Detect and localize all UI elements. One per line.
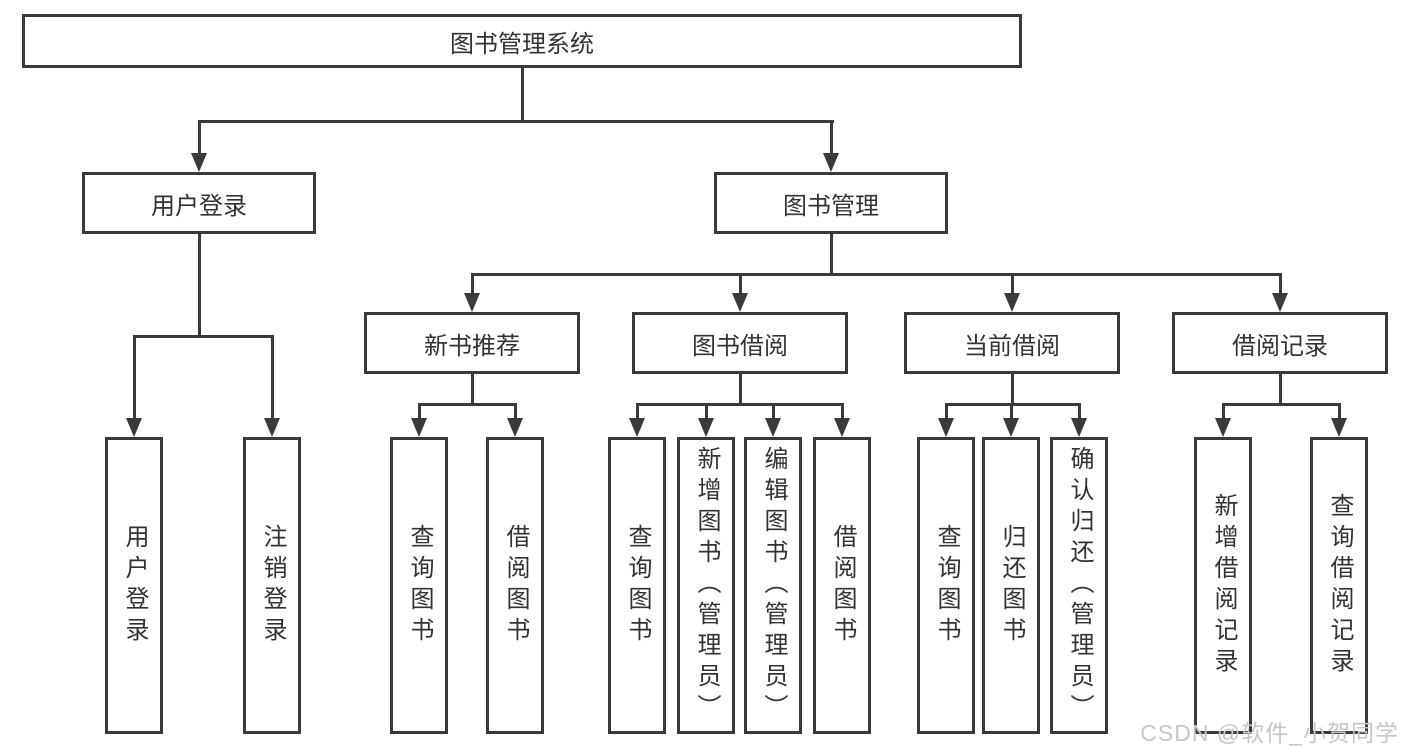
leaf-query-book-rec: 查询图书 xyxy=(390,437,448,734)
leaf-add-book: 新增图书（管理员） xyxy=(677,437,735,734)
connector-to-book-mgmt xyxy=(830,120,833,157)
connector-user-login-hbar xyxy=(133,335,274,338)
connector-current-borrow-hbar xyxy=(945,403,1081,406)
arrowhead-book-borrow xyxy=(732,293,748,312)
leaf-query-book-current: 查询图书 xyxy=(917,437,975,734)
arrowhead-leaf-borrow-book-rec xyxy=(507,418,523,437)
connector-to-leaf-return-book xyxy=(1010,403,1013,423)
connector-to-leaf-add-borrow-record xyxy=(1222,403,1225,423)
leaf-confirm-return: 确认归还（管理员） xyxy=(1050,437,1108,734)
arrowhead-leaf-add-book xyxy=(698,418,714,437)
leaf-logout: 注销登录 xyxy=(243,437,301,734)
connector-to-leaf-query-book-current xyxy=(945,403,948,423)
node-root: 图书管理系统 xyxy=(22,14,1022,68)
connector-book-mgmt-stem xyxy=(830,234,833,276)
arrowhead-leaf-query-book-rec xyxy=(411,418,427,437)
leaf-add-borrow-record-label: 新增借阅记录 xyxy=(1210,492,1237,679)
leaf-return-book-label: 归还图书 xyxy=(998,523,1025,648)
node-borrow-records: 借阅记录 xyxy=(1172,312,1388,374)
leaf-return-book: 归还图书 xyxy=(982,437,1040,734)
connector-borrow-records-hbar xyxy=(1222,403,1340,406)
connector-to-user-login xyxy=(198,120,201,157)
leaf-borrow-book-borrow: 借阅图书 xyxy=(813,437,871,734)
node-user-login: 用户登录 xyxy=(82,172,316,234)
connector-new-book-rec-hbar xyxy=(418,403,516,406)
leaf-logout-label: 注销登录 xyxy=(259,523,286,648)
node-new-book-rec: 新书推荐 xyxy=(364,312,580,374)
arrowhead-leaf-logout xyxy=(264,418,280,437)
connector-new-book-rec-stem xyxy=(471,374,474,406)
connector-to-leaf-query-book-rec xyxy=(418,403,421,423)
connector-user-login-stem xyxy=(198,234,201,338)
arrowhead-leaf-query-book-borrow xyxy=(629,418,645,437)
arrowhead-user-login xyxy=(191,153,207,172)
connector-book-borrow-stem xyxy=(739,374,742,406)
connector-to-leaf-user-login xyxy=(133,335,136,423)
node-book-mgmt-label: 图书管理 xyxy=(783,192,879,220)
arrowhead-leaf-user-login xyxy=(126,418,142,437)
node-root-label: 图书管理系统 xyxy=(450,30,594,58)
arrowhead-borrow-records xyxy=(1272,293,1288,312)
leaf-add-borrow-record: 新增借阅记录 xyxy=(1194,437,1252,734)
leaf-query-book-borrow-label: 查询图书 xyxy=(624,523,651,648)
arrowhead-leaf-borrow-book-borrow xyxy=(834,418,850,437)
leaf-query-book-borrow: 查询图书 xyxy=(608,437,666,734)
connector-book-mgmt-hbar xyxy=(471,273,1281,276)
arrowhead-current-borrow xyxy=(1004,293,1020,312)
connector-to-leaf-borrow-book-rec xyxy=(514,403,517,423)
leaf-user-login-label: 用户登录 xyxy=(121,523,148,648)
leaf-edit-book-label: 编辑图书（管理员） xyxy=(760,446,787,725)
arrowhead-leaf-edit-book xyxy=(765,418,781,437)
connector-to-leaf-add-book xyxy=(705,403,708,423)
node-book-borrow: 图书借阅 xyxy=(632,312,848,374)
leaf-confirm-return-label: 确认归还（管理员） xyxy=(1066,446,1093,725)
connector-to-book-borrow xyxy=(739,273,742,298)
leaf-query-book-rec-label: 查询图书 xyxy=(406,523,433,648)
leaf-query-book-current-label: 查询图书 xyxy=(933,523,960,648)
leaf-query-borrow-record: 查询借阅记录 xyxy=(1310,437,1368,734)
connector-to-leaf-query-borrow-record xyxy=(1338,403,1341,423)
node-new-book-rec-label: 新书推荐 xyxy=(424,332,520,360)
arrowhead-leaf-confirm-return xyxy=(1071,418,1087,437)
arrowhead-leaf-return-book xyxy=(1003,418,1019,437)
arrowhead-book-mgmt xyxy=(823,153,839,172)
arrowhead-new-book-rec xyxy=(464,293,480,312)
leaf-borrow-book-rec: 借阅图书 xyxy=(486,437,544,734)
leaf-add-book-label: 新增图书（管理员） xyxy=(693,446,720,725)
arrowhead-leaf-query-book-current xyxy=(938,418,954,437)
leaf-borrow-book-borrow-label: 借阅图书 xyxy=(829,523,856,648)
connector-current-borrow-stem xyxy=(1011,374,1014,406)
node-book-borrow-label: 图书借阅 xyxy=(692,332,788,360)
connector-to-leaf-edit-book xyxy=(772,403,775,423)
leaf-borrow-book-rec-label: 借阅图书 xyxy=(502,523,529,648)
node-book-mgmt: 图书管理 xyxy=(714,172,948,234)
node-current-borrow: 当前借阅 xyxy=(904,312,1120,374)
leaf-user-login: 用户登录 xyxy=(105,437,163,734)
connector-to-leaf-logout xyxy=(271,335,274,423)
node-current-borrow-label: 当前借阅 xyxy=(964,332,1060,360)
connector-to-leaf-borrow-book-borrow xyxy=(841,403,844,423)
connector-borrow-records-stem xyxy=(1279,374,1282,406)
arrowhead-leaf-query-borrow-record xyxy=(1331,418,1347,437)
leaf-edit-book: 编辑图书（管理员） xyxy=(744,437,802,734)
csdn-watermark: CSDN @软件_小贺同学 xyxy=(1140,720,1399,746)
connector-to-leaf-query-book-borrow xyxy=(636,403,639,423)
connector-root-stem xyxy=(521,68,524,122)
connector-book-borrow-hbar xyxy=(636,403,843,406)
leaf-query-borrow-record-label: 查询借阅记录 xyxy=(1326,492,1353,679)
connector-to-leaf-confirm-return xyxy=(1078,403,1081,423)
connector-to-new-book-rec xyxy=(471,273,474,298)
node-borrow-records-label: 借阅记录 xyxy=(1232,332,1328,360)
connector-to-current-borrow xyxy=(1011,273,1014,298)
node-user-login-label: 用户登录 xyxy=(151,192,247,220)
connector-root-hbar xyxy=(198,120,834,123)
connector-to-borrow-records xyxy=(1279,273,1282,298)
arrowhead-leaf-add-borrow-record xyxy=(1215,418,1231,437)
